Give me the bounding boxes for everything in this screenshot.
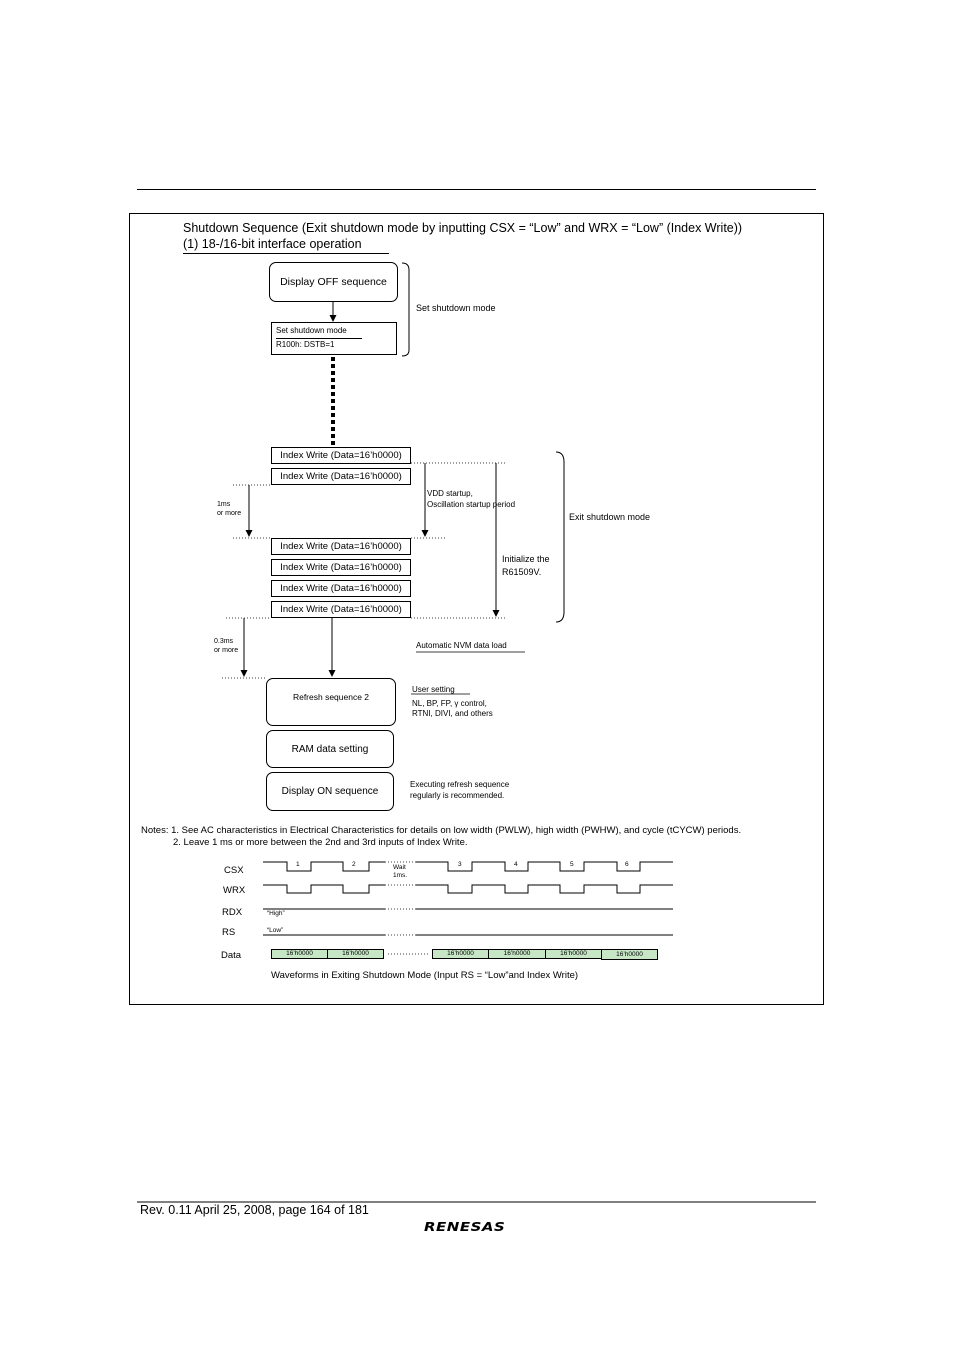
index-write-box-3: Index Write (Data=16’h0000) <box>271 538 411 555</box>
pulse-number-1: 1 <box>296 861 300 868</box>
pulse-number-6: 6 <box>625 861 629 868</box>
subtitle-underline <box>183 253 389 254</box>
set-shutdown-mode-box-line2: R100h: DSTB=1 <box>276 340 335 349</box>
vdd-startup-label: VDD startup, <box>427 489 473 498</box>
user-setting-title: User setting <box>412 685 455 694</box>
figure-title: Shutdown Sequence (Exit shutdown mode by… <box>183 221 743 235</box>
signal-csx-label: CSX <box>224 865 244 876</box>
set-shutdown-mode-label: Set shutdown mode <box>416 303 496 313</box>
set-shutdown-mode-box: Set shutdown mode R100h: DSTB=1 <box>271 322 397 355</box>
initialize-label-2: R61509V. <box>502 567 542 577</box>
figure-subtitle: (1) 18-/16-bit interface operation <box>183 237 362 251</box>
signal-rdx-label: RDX <box>222 907 243 918</box>
data-cell: 16’h0000 <box>432 949 489 959</box>
wait-1ms-label: 1ms <box>217 501 231 508</box>
header-rule <box>137 189 816 190</box>
renesas-logo: RENESAS <box>424 1219 506 1235</box>
pulse-number-3: 3 <box>458 861 462 868</box>
pulse-number-2: 2 <box>352 861 356 868</box>
figure-frame <box>129 213 824 1005</box>
refresh-recommend-line2: regularly is recommended. <box>410 791 505 800</box>
data-cell: 16’h0000 <box>327 949 384 959</box>
user-setting-line2: RTNI, DIVI, and others <box>412 709 493 718</box>
exit-shutdown-mode-label: Exit shutdown mode <box>569 512 651 522</box>
data-cell: 16’h0000 <box>545 949 602 959</box>
oscillation-label: Oscillation startup period <box>427 500 516 509</box>
initialize-label-1: Initialize the <box>502 554 550 564</box>
index-write-box-5: Index Write (Data=16’h0000) <box>271 580 411 597</box>
note-1: Notes: 1. See AC characteristics in Elec… <box>141 825 742 836</box>
index-write-box-4: Index Write (Data=16’h0000) <box>271 559 411 576</box>
user-setting-line1: NL, BP, FP, γ control, <box>412 699 487 708</box>
signal-data-label: Data <box>221 950 242 961</box>
nvm-load-label: Automatic NVM data load <box>416 641 507 650</box>
set-shutdown-mode-box-line1: Set shutdown mode <box>276 326 347 335</box>
index-write-box-2: Index Write (Data=16’h0000) <box>271 468 411 485</box>
refresh-sequence-label: Refresh sequence 2 <box>292 692 370 702</box>
footer-revision: Rev. 0.11 April 25, 2008, page 164 of 18… <box>140 1203 369 1217</box>
pulse-number-4: 4 <box>514 861 518 868</box>
wait-1ms-or-more-label: or more <box>217 510 242 517</box>
data-cell: 16’h0000 <box>271 949 328 959</box>
index-write-box-1: Index Write (Data=16’h0000) <box>271 447 411 464</box>
ram-data-setting-box: RAM data setting <box>266 730 394 768</box>
refresh-sequence-box: Refresh sequence 2 <box>266 678 396 726</box>
display-on-sequence-box: Display ON sequence <box>266 772 394 811</box>
rs-low-label: “Low” <box>267 927 284 934</box>
refresh-recommend-line1: Executing refresh sequence <box>410 780 510 789</box>
note-2: 2. Leave 1 ms or more between the 2nd an… <box>173 837 468 848</box>
wait-1ms-label-wave: 1ms. <box>393 872 408 879</box>
rdx-high-label: “High” <box>267 910 285 917</box>
data-cell: 16’h0000 <box>488 949 546 959</box>
set-shutdown-underline <box>276 338 362 339</box>
display-off-sequence-box: Display OFF sequence <box>269 262 398 302</box>
waveform-caption: Waveforms in Exiting Shutdown Mode (Inpu… <box>271 970 579 981</box>
signal-wrx-label: WRX <box>223 885 246 896</box>
wait-03ms-or-more-label: or more <box>214 647 239 654</box>
wait-03ms-label: 0.3ms <box>214 638 234 645</box>
pulse-number-5: 5 <box>570 861 574 868</box>
signal-rs-label: RS <box>222 927 236 938</box>
index-write-box-6: Index Write (Data=16’h0000) <box>271 601 411 618</box>
data-cell: 16’h0000 <box>601 949 658 960</box>
wait-label: Wait <box>393 864 406 871</box>
